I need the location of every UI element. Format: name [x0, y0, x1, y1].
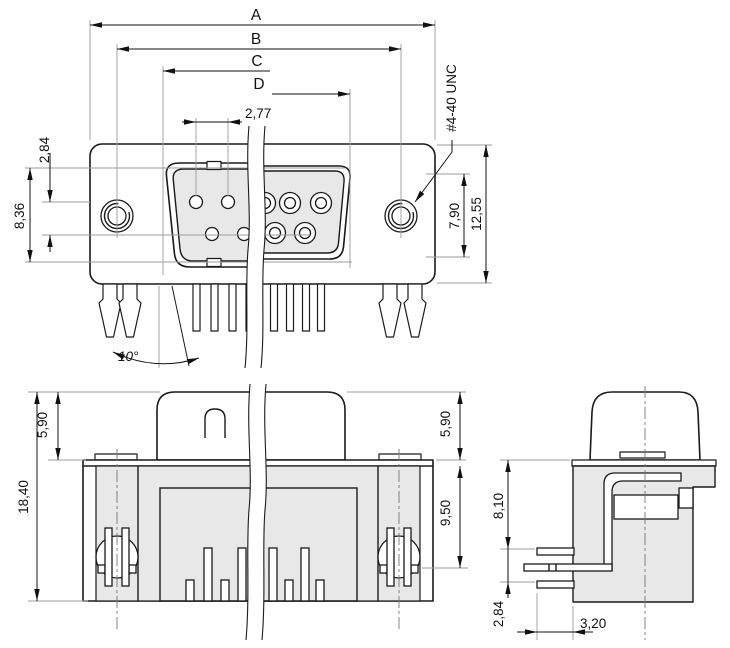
dim-836-label: 8,36 — [12, 203, 27, 229]
key-notch-bottom — [206, 257, 222, 268]
extension-lines-front — [28, 391, 468, 602]
front-view: 5,90 18,40 5,90 9,50 — [16, 383, 468, 641]
break-band-top — [245, 126, 266, 368]
flange-tab-left — [94, 453, 138, 461]
dim-1840-label: 18,40 — [16, 480, 31, 514]
side-insert-slot — [678, 487, 694, 509]
dim-B-label: B — [251, 31, 261, 48]
dim-pitch-label: 2,77 — [245, 106, 271, 121]
dim-C-label: C — [251, 53, 262, 70]
dim-row-spacing-label: 2,84 — [37, 136, 52, 163]
dimensions-side — [505, 460, 593, 635]
key-notch-top — [206, 160, 222, 171]
dim-590-left-label: 5,90 — [35, 412, 50, 438]
side-body — [572, 465, 716, 603]
dim-810-label: 8,10 — [491, 493, 506, 519]
dim-D-label: D — [253, 76, 264, 93]
break-line — [244, 125, 250, 369]
dim-1255-label: 12,55 — [469, 197, 484, 231]
board-locks — [98, 283, 427, 338]
contact-bend — [603, 472, 682, 571]
dimensions-top — [27, 22, 489, 365]
latch-slot — [204, 408, 226, 438]
side-view: 8,10 2,84 3,20 — [491, 386, 717, 640]
dim-320-label: 3,20 — [580, 616, 606, 631]
side-flange — [571, 459, 717, 467]
break-band-front — [246, 384, 267, 640]
side-shell — [589, 391, 701, 461]
flange-tab-right — [378, 453, 422, 461]
dimensions-front — [34, 392, 463, 601]
side-pins — [523, 547, 613, 589]
dim-284-side-label: 2,84 — [491, 600, 506, 627]
dim-790-label: 7,90 — [447, 203, 462, 229]
top-view: A B C D 2,77 #4-40 UNC 2,84 8,36 7,90 12… — [12, 7, 492, 369]
extension-lines-side — [500, 459, 574, 640]
side-latch-bump — [619, 451, 666, 459]
contact-chamber — [613, 494, 679, 520]
dim-angle-label: 10° — [118, 349, 139, 364]
dim-590-right-label: 5,90 — [438, 411, 453, 437]
insert-left — [172, 168, 259, 262]
thread-callout-label: #4-40 UNC — [444, 64, 459, 132]
dim-950-label: 9,50 — [438, 500, 453, 526]
lead-angle-line — [171, 285, 190, 367]
pin-contacts — [188, 194, 252, 242]
break-line — [260, 125, 266, 369]
dim-A-label: A — [251, 7, 262, 24]
front-pins — [185, 547, 325, 602]
